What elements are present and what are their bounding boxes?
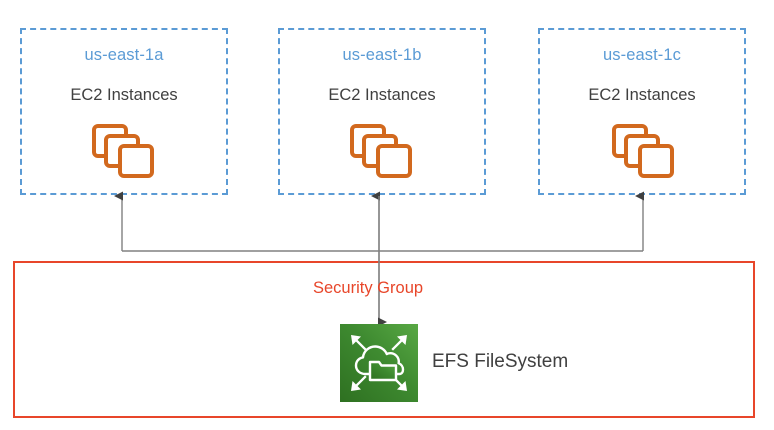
efs-filesystem-label: EFS FileSystem (432, 351, 569, 372)
az-resource-label: EC2 Instances (328, 86, 436, 104)
az-name-label: us-east-1a (84, 46, 164, 64)
az-name-label: us-east-1c (602, 46, 682, 64)
ec2-instances-icon (350, 124, 414, 180)
efs-filesystem-icon (340, 324, 418, 402)
az-resource-label: EC2 Instances (70, 86, 178, 104)
ec2-instances-icon (92, 124, 156, 180)
availability-zone-us-east-1c: us-east-1c EC2 Instances (538, 28, 746, 195)
availability-zone-us-east-1b: us-east-1b EC2 Instances (278, 28, 486, 195)
security-group-box (13, 261, 755, 418)
ec2-instances-icon (612, 124, 676, 180)
security-group-label: Security Group (313, 279, 424, 297)
az-resource-label: EC2 Instances (588, 86, 696, 104)
az-name-label: us-east-1b (342, 46, 422, 64)
availability-zone-us-east-1a: us-east-1a EC2 Instances (20, 28, 228, 195)
